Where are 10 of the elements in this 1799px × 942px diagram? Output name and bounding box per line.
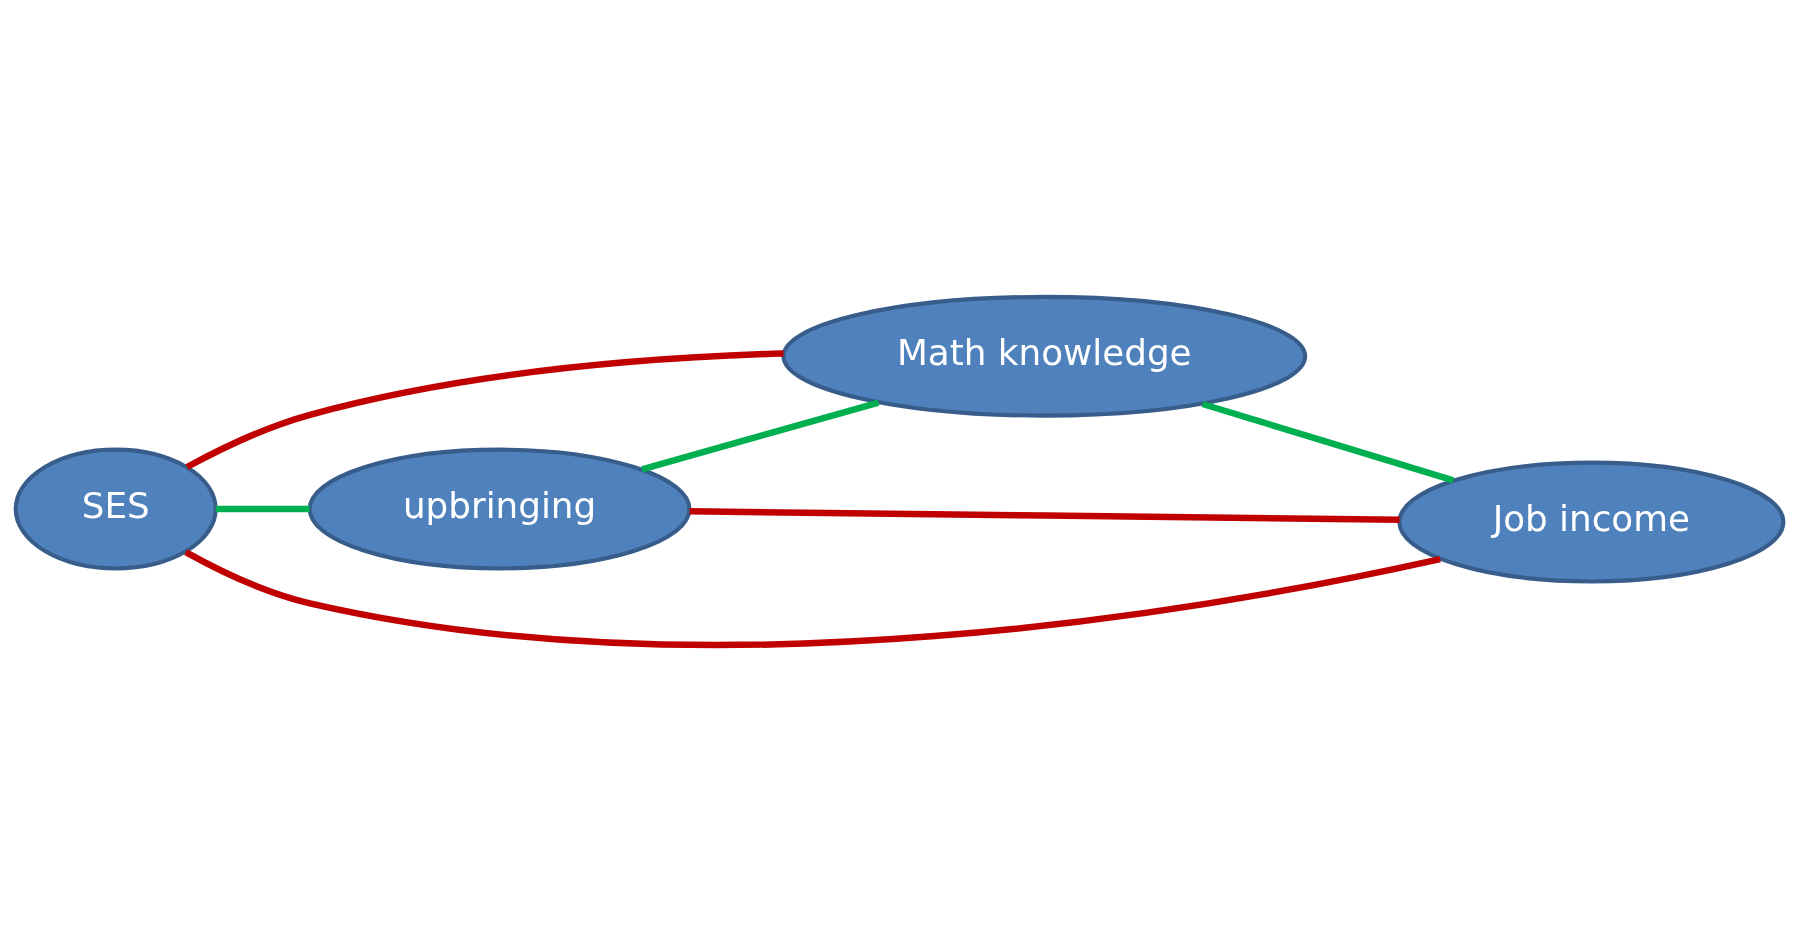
node-ellipse: SES [13, 447, 218, 571]
connector [185, 350, 784, 470]
node-ellipse: Job income [1397, 460, 1786, 584]
connector [1201, 400, 1455, 484]
connector [184, 549, 1441, 649]
connector [641, 399, 880, 473]
connector [689, 508, 1400, 523]
connector [215, 505, 310, 513]
node-ellipse: upbringing [307, 447, 692, 571]
node-ellipse: Math knowledge [781, 294, 1308, 418]
